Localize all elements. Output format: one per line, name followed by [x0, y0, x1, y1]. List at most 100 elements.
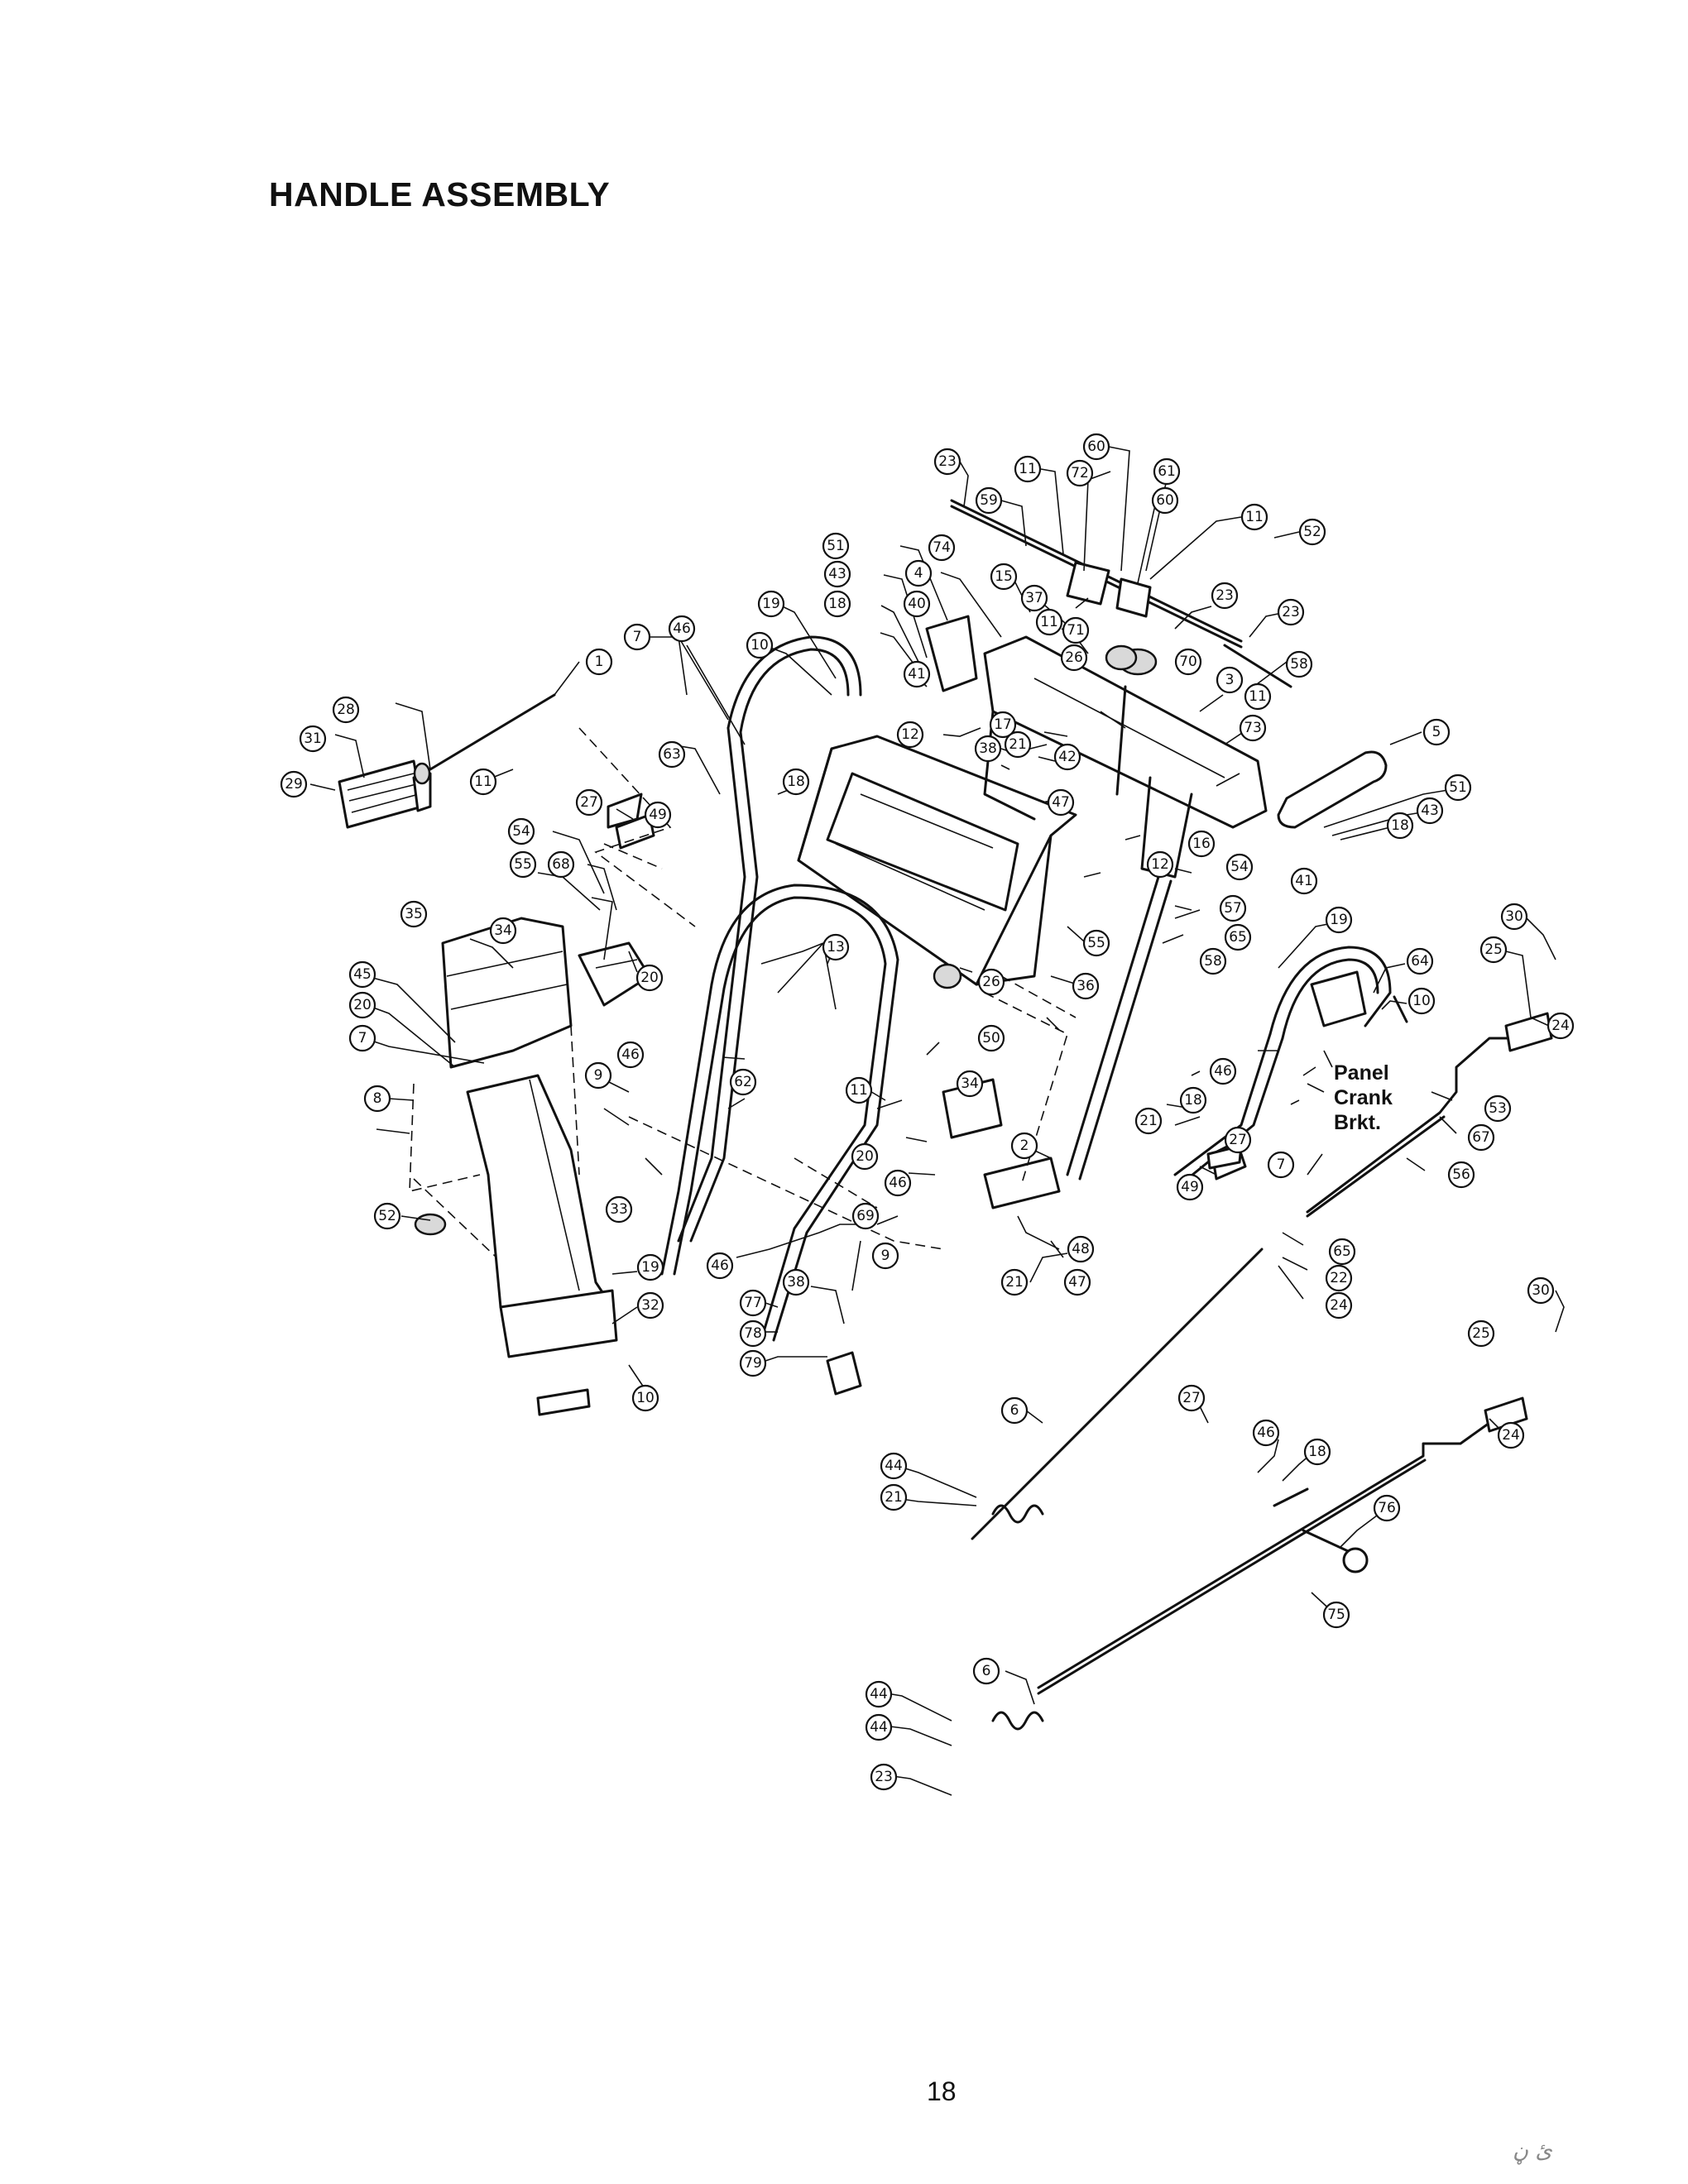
- discharge-chute: [414, 917, 618, 1416]
- callout: 74: [928, 534, 956, 562]
- callout: 2: [1010, 1132, 1038, 1160]
- callout: 43: [1416, 797, 1444, 825]
- svg-text:76: 76: [1378, 1500, 1396, 1516]
- callout: 63: [658, 740, 686, 769]
- callout: 60: [1151, 486, 1179, 515]
- svg-text:27: 27: [1182, 1390, 1201, 1406]
- callout: 11: [1244, 682, 1272, 711]
- svg-text:23: 23: [1216, 587, 1234, 604]
- callout: 75: [1322, 1601, 1350, 1629]
- svg-text:57: 57: [1224, 900, 1242, 917]
- callout: 58: [1199, 947, 1227, 975]
- svg-text:67: 67: [1472, 1129, 1490, 1146]
- callout: 62: [729, 1068, 757, 1096]
- svg-text:12: 12: [1151, 856, 1169, 873]
- callout: 18: [1386, 812, 1414, 840]
- assembly-lines: [409, 727, 1077, 1258]
- svg-text:34: 34: [494, 922, 512, 939]
- callout: 47: [1063, 1268, 1091, 1296]
- svg-text:46: 46: [889, 1175, 907, 1191]
- callout: 24: [1547, 1012, 1575, 1040]
- callout: 19: [636, 1253, 664, 1281]
- svg-text:11: 11: [1040, 614, 1058, 630]
- svg-text:53: 53: [1489, 1100, 1507, 1117]
- callout: 20: [348, 991, 376, 1019]
- callout: 34: [956, 1070, 984, 1098]
- callout-layer: 23 11 60 72 61 60 59 11 52 74 4 15 51 43…: [280, 433, 1575, 1791]
- svg-text:13: 13: [827, 939, 845, 956]
- svg-text:64: 64: [1411, 953, 1429, 970]
- callout: 46: [706, 1252, 734, 1280]
- callout: 23: [1277, 598, 1305, 626]
- callout: 65: [1328, 1238, 1356, 1266]
- callout: 64: [1406, 947, 1434, 975]
- callout: 35: [400, 900, 428, 928]
- callout: 45: [348, 960, 376, 989]
- svg-text:26: 26: [1065, 649, 1083, 666]
- callout: 26: [1060, 644, 1088, 672]
- svg-text:68: 68: [552, 856, 570, 873]
- svg-text:18: 18: [1184, 1092, 1202, 1109]
- callout: 38: [974, 735, 1002, 763]
- callout: 46: [884, 1169, 912, 1197]
- svg-text:19: 19: [641, 1259, 659, 1276]
- callout: 58: [1285, 650, 1313, 678]
- callout: 27: [1177, 1384, 1206, 1412]
- callout: 23: [933, 448, 961, 476]
- callout: 27: [575, 788, 603, 817]
- crank-rods: [971, 1012, 1553, 1695]
- svg-text:51: 51: [1449, 779, 1467, 796]
- svg-text:30: 30: [1505, 908, 1523, 925]
- svg-text:20: 20: [640, 970, 659, 986]
- svg-text:58: 58: [1290, 656, 1308, 673]
- upper-handle: [677, 635, 862, 1243]
- callout: 41: [1290, 867, 1318, 895]
- svg-text:43: 43: [828, 566, 846, 582]
- callout: 23: [870, 1763, 898, 1791]
- svg-text:21: 21: [1139, 1113, 1158, 1129]
- callout: 27: [1224, 1126, 1252, 1154]
- callout: 8: [363, 1085, 391, 1113]
- callout: 46: [1252, 1419, 1280, 1447]
- svg-text:11: 11: [1249, 688, 1267, 705]
- svg-text:40: 40: [908, 596, 926, 612]
- callout: 18: [823, 590, 851, 618]
- callout: 53: [1484, 1094, 1512, 1123]
- callout: 18: [1179, 1086, 1207, 1114]
- callout: 46: [1209, 1057, 1237, 1085]
- callout: 22: [1325, 1264, 1353, 1292]
- callout: 25: [1467, 1320, 1495, 1348]
- callout: 73: [1239, 714, 1267, 742]
- svg-text:15: 15: [995, 568, 1013, 585]
- callout: 15: [990, 563, 1018, 591]
- callout: 30: [1500, 903, 1528, 931]
- callout: 23: [1211, 582, 1239, 610]
- svg-text:27: 27: [580, 794, 598, 811]
- svg-text:16: 16: [1192, 836, 1211, 852]
- svg-text:34: 34: [961, 1075, 979, 1092]
- svg-text:7: 7: [358, 1030, 367, 1046]
- callout: 24: [1497, 1421, 1525, 1449]
- callout: 7: [348, 1024, 376, 1052]
- callout: 28: [332, 696, 360, 724]
- callout: 10: [1407, 987, 1436, 1015]
- svg-text:25: 25: [1484, 941, 1503, 958]
- svg-text:44: 44: [870, 1686, 888, 1703]
- svg-text:46: 46: [1214, 1063, 1232, 1080]
- svg-text:18: 18: [787, 774, 805, 790]
- svg-text:10: 10: [1412, 993, 1431, 1009]
- callout: 9: [871, 1242, 899, 1270]
- svg-text:45: 45: [353, 966, 372, 983]
- svg-text:21: 21: [1005, 1274, 1024, 1291]
- svg-text:23: 23: [1282, 604, 1300, 620]
- callout: 11: [1240, 503, 1268, 531]
- svg-text:9: 9: [594, 1067, 603, 1084]
- handle-grip: [1277, 750, 1388, 829]
- callout: 43: [823, 560, 851, 588]
- svg-text:50: 50: [982, 1030, 1000, 1046]
- callout: 5: [1422, 718, 1451, 746]
- callout: 21: [1134, 1107, 1163, 1135]
- svg-text:10: 10: [750, 637, 769, 654]
- callout: 54: [1225, 853, 1254, 881]
- callout: 12: [896, 721, 924, 749]
